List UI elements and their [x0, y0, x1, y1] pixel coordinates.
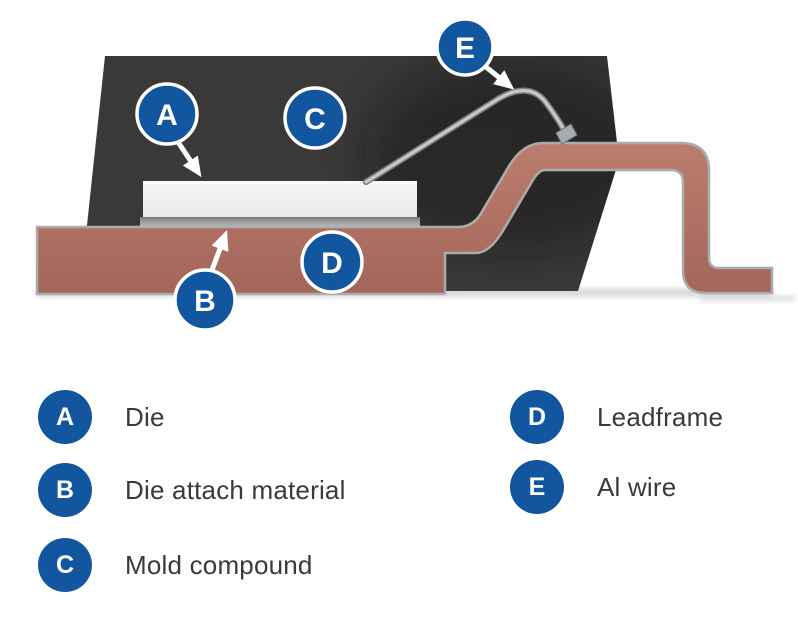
- legend-badge-b: B: [38, 463, 92, 517]
- marker-e-circle: [435, 17, 495, 77]
- legend-label-mold-compound: Mold compound: [125, 549, 313, 580]
- marker-d: D: [300, 230, 364, 294]
- label-b-arrow: [209, 230, 229, 273]
- die-top-highlight: [143, 181, 417, 184]
- marker-e: E: [435, 17, 495, 77]
- marker-d-circle: [300, 230, 364, 294]
- marker-c-circle: [283, 86, 347, 150]
- legend-item-al-wire: E Al wire: [510, 460, 676, 514]
- label-e-arrow: [483, 64, 515, 90]
- legend-item-leadframe: D Leadframe: [510, 390, 723, 444]
- die-attach-shape: [140, 217, 420, 227]
- marker-c: C: [283, 86, 347, 150]
- legend-label-die: Die: [125, 401, 165, 432]
- legend-label-leadframe: Leadframe: [597, 401, 724, 432]
- legend-label-die-attach-material: Die attach material: [125, 474, 346, 505]
- marker-b-letter: B: [194, 285, 216, 318]
- marker-a: A: [135, 82, 199, 146]
- legend-item-mold-compound: C Mold compound: [38, 538, 313, 592]
- die-shape: [143, 181, 417, 217]
- al-wire-shape: [364, 89, 566, 184]
- legend-item-die-attach-material: B Die attach material: [38, 463, 346, 517]
- mold-inner-shadow: [365, 56, 619, 255]
- leadframe-shape: [35, 141, 774, 296]
- marker-a-circle: [135, 82, 199, 146]
- legend-badge-c: C: [38, 538, 92, 592]
- foot-shadow: [700, 296, 795, 301]
- marker-b: B: [173, 268, 237, 332]
- marker-e-letter: E: [455, 32, 475, 65]
- marker-c-letter: C: [304, 103, 326, 136]
- marker-b-circle: [173, 268, 237, 332]
- legend-badge-a: A: [38, 390, 92, 444]
- marker-a-letter: A: [156, 99, 178, 132]
- legend-item-die: A Die: [38, 390, 165, 444]
- legend-label-al-wire: Al wire: [597, 471, 677, 502]
- wire-bond-wedge: [555, 123, 578, 145]
- legend-badge-e: E: [510, 460, 564, 514]
- legend-badge-d: D: [510, 390, 564, 444]
- marker-d-letter: D: [321, 247, 343, 280]
